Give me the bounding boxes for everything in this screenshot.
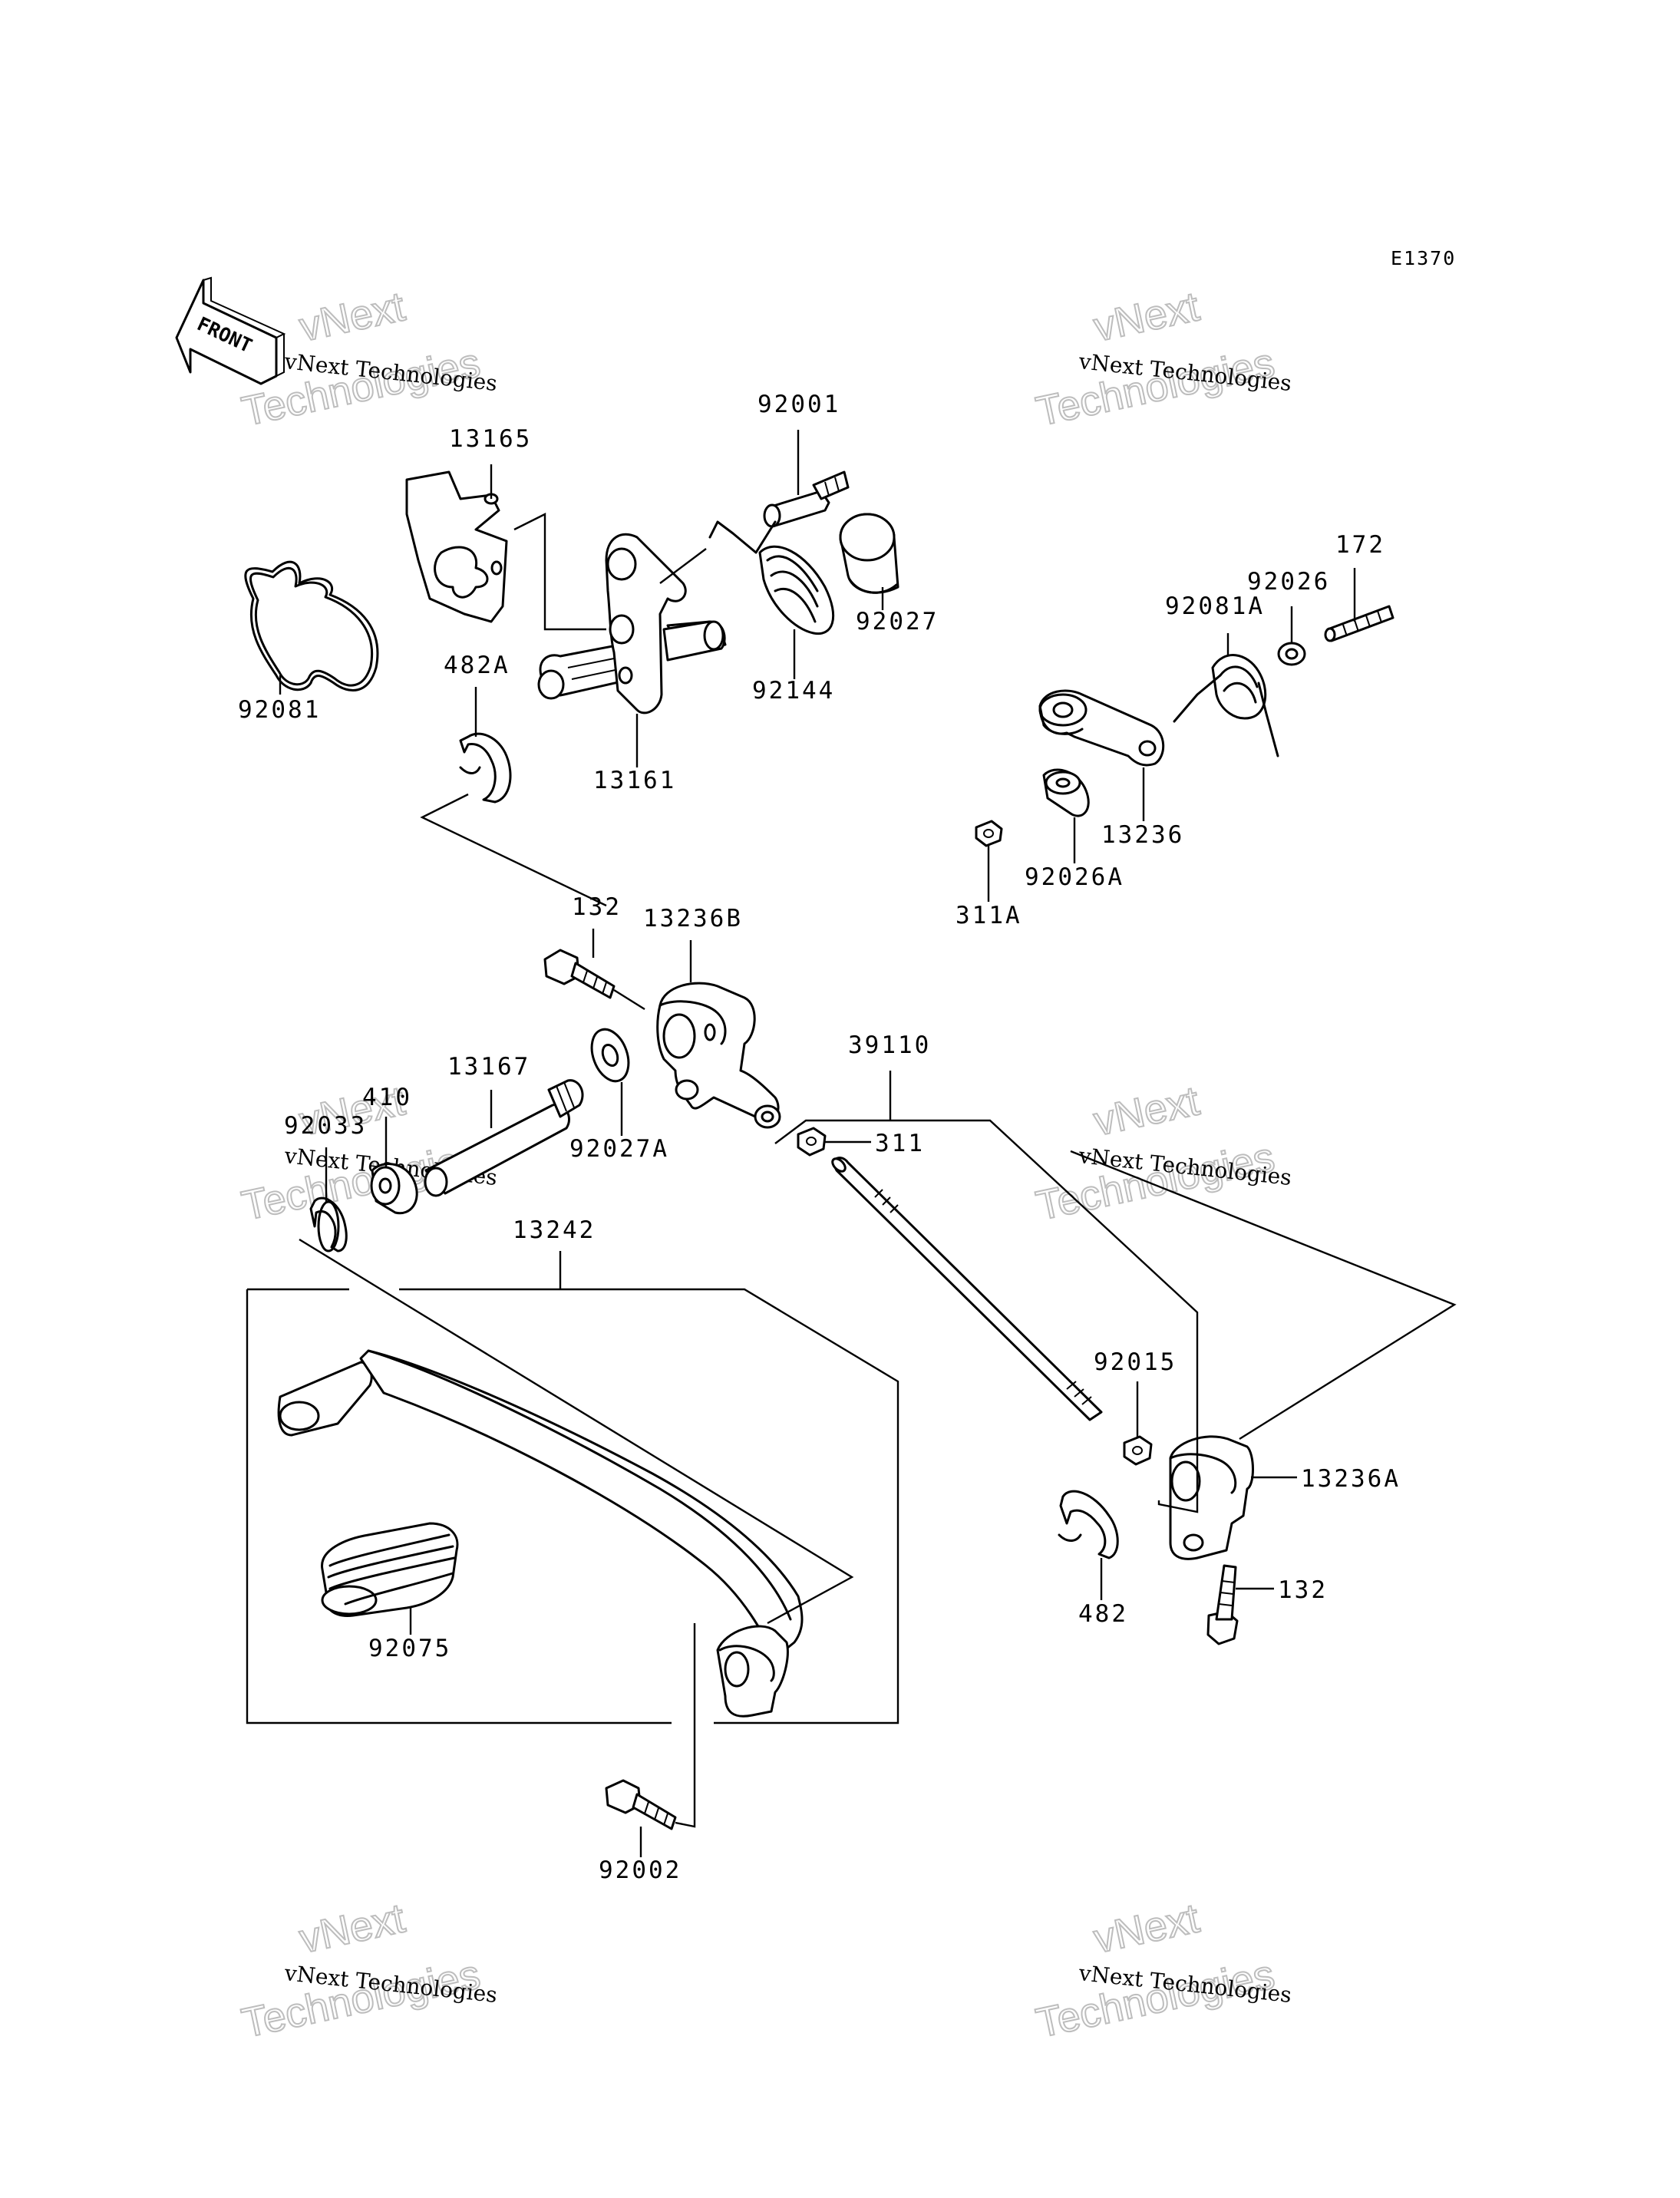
label-132-bottom: 132 (1278, 1576, 1328, 1604)
shift-pedal-13242 (277, 1349, 804, 1718)
washer-92026A (1042, 768, 1090, 817)
watermark-mid-right: vNext Technologies vNext Technologies (1031, 1077, 1292, 1229)
washer-92026 (1277, 642, 1306, 666)
collar-92027 (839, 513, 899, 594)
clip-482 (1058, 1490, 1119, 1559)
label-92002: 92002 (599, 1856, 682, 1884)
gasket-92081 (244, 560, 379, 692)
label-13236: 13236 (1101, 821, 1184, 849)
circlip-92033 (309, 1196, 348, 1252)
bolt-92002 (605, 1779, 677, 1830)
label-92081: 92081 (238, 696, 321, 724)
label-92075: 92075 (368, 1635, 451, 1662)
rod-39110 (831, 1157, 1103, 1421)
label-92027: 92027 (856, 608, 939, 635)
nut-92015 (1123, 1435, 1153, 1466)
diagram-code: E1370 (1391, 247, 1456, 269)
label-92033: 92033 (284, 1112, 367, 1140)
shift-shaft-13161 (537, 533, 727, 715)
label-13242: 13242 (513, 1216, 596, 1244)
label-39110: 39110 (848, 1031, 931, 1059)
label-410: 410 (362, 1084, 412, 1111)
arm-13236 (1038, 689, 1165, 767)
label-311A: 311A (956, 902, 1022, 929)
lever-13236B (656, 982, 781, 1129)
label-13165: 13165 (449, 425, 532, 453)
washer-92027A (590, 1028, 630, 1083)
pedal-rubber-92075 (321, 1522, 459, 1617)
stud-172 (1324, 605, 1394, 642)
washer-410 (370, 1163, 418, 1215)
label-482A: 482A (444, 652, 510, 679)
front-arrow-icon: FRONT (175, 276, 286, 385)
label-132-top: 132 (572, 893, 622, 921)
label-92001: 92001 (757, 391, 840, 418)
spring-92144 (708, 520, 835, 635)
label-13236A: 13236A (1301, 1465, 1401, 1493)
label-13167: 13167 (447, 1053, 530, 1081)
label-92026A: 92026A (1025, 863, 1124, 891)
bolt-132-top (543, 949, 616, 999)
nut-311A (975, 820, 1003, 847)
watermark-big-line1: vNext (1090, 1078, 1203, 1144)
part-labels: 92001 13165 92027 92144 92081 482A 13161… (238, 391, 1401, 1884)
pin-92001 (763, 470, 850, 528)
watermark-bottom-left: vNext Technologies vNext Technologies (237, 1894, 498, 2047)
spring-92081A (1173, 654, 1279, 757)
label-13236B: 13236B (643, 905, 743, 932)
shaft-13167 (424, 1079, 584, 1197)
watermark-big-line1: vNext (295, 283, 409, 350)
label-92027A: 92027A (569, 1135, 669, 1163)
label-92144: 92144 (752, 677, 835, 705)
nut-311 (797, 1127, 827, 1157)
label-13161: 13161 (593, 767, 676, 794)
label-172: 172 (1335, 531, 1385, 559)
plate-13165 (405, 470, 508, 623)
bolt-132-bottom (1206, 1564, 1239, 1645)
label-92081A: 92081A (1165, 592, 1265, 620)
watermark-top-right: vNext Technologies vNext Technologies (1031, 282, 1292, 435)
label-92026: 92026 (1247, 568, 1330, 596)
clip-482A (459, 732, 512, 804)
label-311: 311 (875, 1130, 925, 1157)
watermark-big-line1: vNext (1090, 1895, 1203, 1962)
label-92015: 92015 (1094, 1348, 1177, 1376)
leader-lines (246, 430, 1457, 1857)
watermark-bottom-right: vNext Technologies vNext Technologies (1031, 1894, 1292, 2047)
watermark-big-line1: vNext (295, 1895, 409, 1962)
label-482: 482 (1078, 1600, 1128, 1628)
watermark-big-line1: vNext (1090, 283, 1203, 350)
lever-13236A (1169, 1435, 1254, 1560)
